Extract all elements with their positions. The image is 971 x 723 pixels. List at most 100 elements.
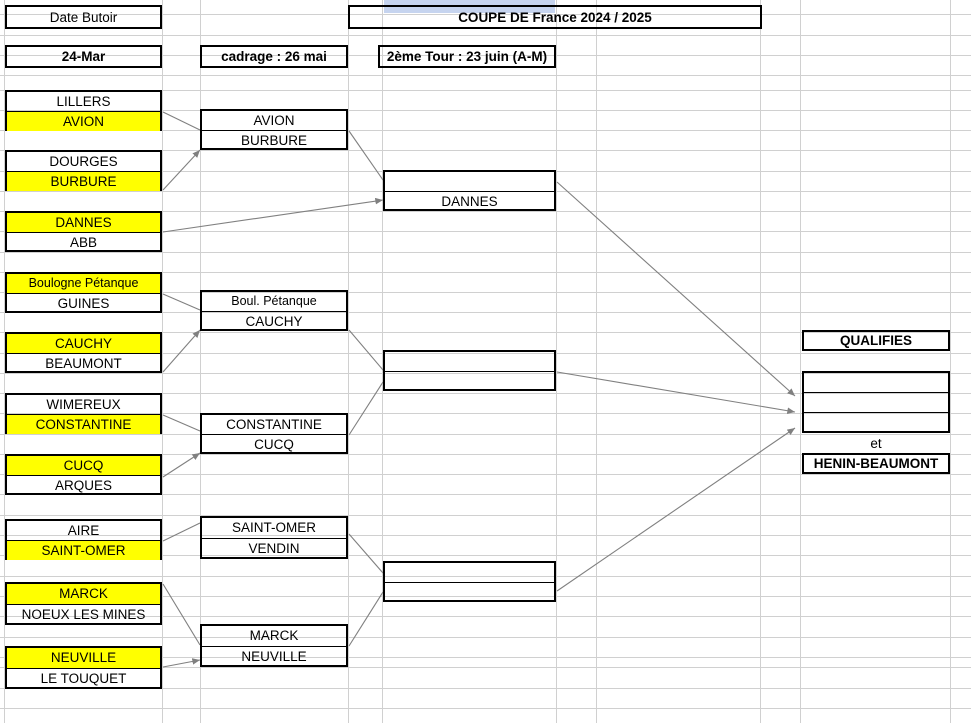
competition-title-box: COUPE DE France 2024 / 2025 bbox=[348, 5, 762, 29]
gridline-h bbox=[0, 110, 971, 111]
gridline-h bbox=[0, 494, 971, 495]
gridline-h bbox=[0, 515, 971, 516]
gridline-h bbox=[0, 150, 971, 151]
gridline-v bbox=[4, 0, 5, 723]
qualified-slots-box[interactable] bbox=[802, 371, 950, 433]
gridline-h bbox=[0, 637, 971, 638]
round3-match[interactable]: DANNES bbox=[383, 170, 556, 211]
qualified-slot[interactable] bbox=[804, 393, 948, 413]
gridline-h bbox=[0, 272, 971, 273]
gridline-h bbox=[0, 413, 971, 414]
round2-team-top[interactable]: AVION bbox=[202, 111, 346, 131]
round2-team-bottom[interactable]: CAUCHY bbox=[245, 313, 303, 329]
gridline-h bbox=[0, 353, 971, 354]
round1-match[interactable]: MARCK NOEUX LES MINES bbox=[5, 582, 162, 625]
host-city-box: HENIN-BEAUMONT bbox=[802, 453, 950, 474]
deadline-value: 24-Mar bbox=[61, 49, 106, 64]
round1-match[interactable]: AIRE SAINT-OMER bbox=[5, 519, 162, 560]
round1-match[interactable]: DOURGES BURBURE bbox=[5, 150, 162, 191]
gridline-h bbox=[0, 332, 971, 333]
gridline-h bbox=[0, 35, 971, 36]
gridline-h bbox=[0, 231, 971, 232]
round1-team-bottom[interactable]: SAINT-OMER bbox=[7, 541, 160, 560]
gridline-v bbox=[556, 0, 557, 723]
round2-match[interactable]: MARCK NEUVILLE bbox=[200, 624, 348, 667]
round2-team-top[interactable]: MARCK bbox=[202, 626, 346, 647]
round1-team-bottom[interactable]: GUINES bbox=[57, 295, 110, 311]
gridline-h bbox=[0, 393, 971, 394]
round3-match[interactable] bbox=[383, 561, 556, 602]
round1-match[interactable]: DANNES ABB bbox=[5, 211, 162, 252]
round2-team-bottom[interactable]: VENDIN bbox=[248, 541, 300, 557]
round1-team-bottom[interactable]: ARQUES bbox=[54, 477, 112, 493]
round2-label: cadrage : 26 mai bbox=[221, 49, 327, 64]
round2-team-top[interactable]: CONSTANTINE bbox=[202, 415, 346, 435]
round1-match[interactable]: CUCQ ARQUES bbox=[5, 454, 162, 495]
gridline-h bbox=[0, 373, 971, 374]
round3-label: 2ème Tour : 23 juin (A-M) bbox=[386, 49, 548, 64]
round1-team-top[interactable]: Boulogne Pétanque bbox=[7, 274, 160, 294]
gridline-v bbox=[348, 0, 349, 723]
qualified-slot[interactable] bbox=[804, 373, 948, 393]
gridline-h bbox=[0, 312, 971, 313]
round1-match[interactable]: Boulogne Pétanque GUINES bbox=[5, 272, 162, 313]
page-title: COUPE DE France 2024 / 2025 bbox=[458, 9, 652, 25]
round3-team-top[interactable] bbox=[385, 172, 554, 192]
gridline-h bbox=[0, 657, 971, 658]
gridline-h bbox=[0, 55, 971, 56]
gridline-h bbox=[0, 474, 971, 475]
host-city-label: HENIN-BEAUMONT bbox=[813, 456, 939, 471]
round1-team-top[interactable]: DANNES bbox=[7, 213, 160, 233]
gridline-h bbox=[0, 576, 971, 577]
round1-team-top[interactable]: MARCK bbox=[7, 584, 160, 605]
round1-team-top[interactable]: WIMEREUX bbox=[7, 395, 160, 415]
round1-team-bottom[interactable]: NOEUX LES MINES bbox=[21, 607, 146, 623]
et-label: et bbox=[870, 436, 882, 451]
round1-team-bottom[interactable]: LE TOUQUET bbox=[40, 671, 127, 687]
round1-match[interactable]: LILLERS AVION bbox=[5, 90, 162, 131]
round1-team-top[interactable]: CAUCHY bbox=[7, 334, 160, 354]
round1-match[interactable]: CAUCHY BEAUMONT bbox=[5, 332, 162, 373]
round2-match[interactable]: CONSTANTINE CUCQ bbox=[200, 413, 348, 454]
round2-team-top[interactable]: Boul. Pétanque bbox=[202, 292, 346, 312]
round2-team-bottom[interactable]: CUCQ bbox=[254, 436, 294, 452]
round1-team-top[interactable]: NEUVILLE bbox=[7, 648, 160, 669]
gridline-h bbox=[0, 454, 971, 455]
round1-team-top[interactable]: AIRE bbox=[7, 521, 160, 541]
round2-match[interactable]: SAINT-OMER VENDIN bbox=[200, 516, 348, 559]
round3-team-bottom[interactable]: DANNES bbox=[441, 193, 498, 209]
qualifies-header-box: QUALIFIES bbox=[802, 330, 950, 351]
round1-match[interactable]: NEUVILLE LE TOUQUET bbox=[5, 646, 162, 689]
round3-team-top[interactable] bbox=[385, 563, 554, 583]
gridline-h bbox=[0, 130, 971, 131]
round1-team-bottom[interactable]: CONSTANTINE bbox=[7, 415, 160, 434]
round1-team-bottom[interactable]: ABB bbox=[69, 234, 97, 250]
gridline-h bbox=[0, 14, 971, 15]
round2-match[interactable]: Boul. Pétanque CAUCHY bbox=[200, 290, 348, 331]
round3-team-top[interactable] bbox=[385, 352, 554, 372]
round3-team-bottom[interactable] bbox=[385, 583, 554, 602]
gridline-h bbox=[0, 292, 971, 293]
round1-team-bottom[interactable]: BURBURE bbox=[7, 172, 160, 191]
gridline-h bbox=[0, 667, 971, 668]
round1-team-bottom[interactable]: AVION bbox=[7, 112, 160, 131]
round3-match[interactable] bbox=[383, 350, 556, 391]
round1-team-bottom[interactable]: BEAUMONT bbox=[45, 355, 122, 371]
round1-team-top[interactable]: DOURGES bbox=[7, 152, 160, 172]
round2-team-top[interactable]: SAINT-OMER bbox=[202, 518, 346, 539]
round2-team-bottom[interactable]: BURBURE bbox=[240, 132, 307, 148]
gridline-h bbox=[0, 616, 971, 617]
gridline-v bbox=[200, 0, 201, 723]
deadline-value-box: 24-Mar bbox=[5, 45, 162, 68]
round1-team-top[interactable]: CUCQ bbox=[7, 456, 160, 476]
round1-match[interactable]: WIMEREUX CONSTANTINE bbox=[5, 393, 162, 434]
gridline-h bbox=[0, 596, 971, 597]
deadline-header-box: Date Butoir bbox=[5, 5, 162, 29]
gridline-h bbox=[0, 708, 971, 709]
round2-match[interactable]: AVION BURBURE bbox=[200, 109, 348, 150]
round3-team-bottom[interactable] bbox=[385, 372, 554, 391]
qualified-slot[interactable] bbox=[804, 413, 948, 431]
round1-team-top[interactable]: LILLERS bbox=[7, 92, 160, 112]
round2-team-bottom[interactable]: NEUVILLE bbox=[241, 649, 307, 665]
gridline-h bbox=[0, 252, 971, 253]
